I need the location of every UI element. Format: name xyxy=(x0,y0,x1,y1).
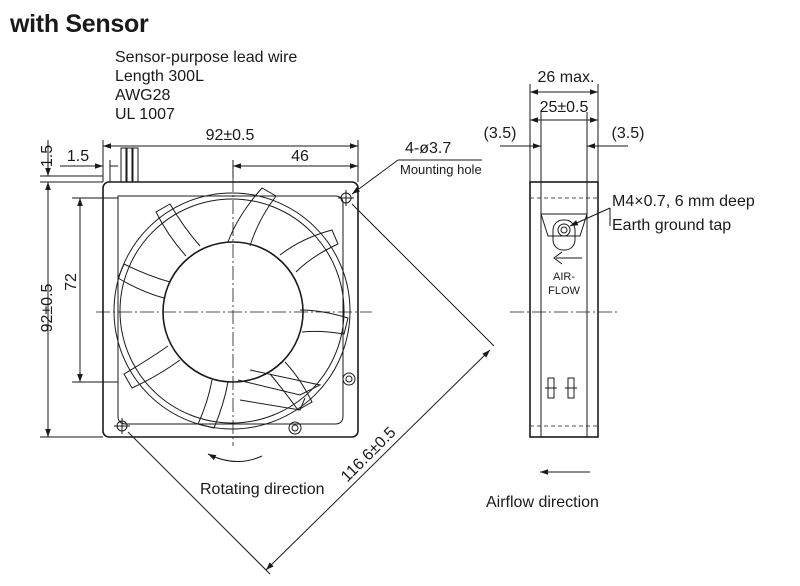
earth-screw-front-inner xyxy=(345,375,353,383)
mounting-hole-leader xyxy=(351,159,399,195)
mounting-hole-spec: 4-ø3.7 xyxy=(405,140,451,157)
dim-hole-span-label: 72 xyxy=(63,273,80,291)
side-body xyxy=(529,181,599,438)
dim-gap-left-label: (3.5) xyxy=(484,125,517,142)
drawing-heading: with Sensor xyxy=(10,10,149,38)
dim-diagonal-label: 116.6±0.5 xyxy=(338,424,400,486)
rotation-arrow xyxy=(207,453,263,462)
dim-offset-top-label: 1.5 xyxy=(39,145,56,167)
lead-wire-note-3: AWG28 xyxy=(115,87,171,104)
lead-wire-note-2: Length 300L xyxy=(115,68,204,85)
dim-offset-left-label: 1.5 xyxy=(67,148,89,165)
mounting-hole-top-right xyxy=(338,190,354,206)
earth-screw-bottom-inner xyxy=(291,424,299,432)
lead-wire-note-1: Sensor-purpose lead wire xyxy=(115,49,298,66)
earth-screw-front xyxy=(342,372,356,386)
earth-tap-hole xyxy=(557,223,571,237)
earth-tap-label: Earth ground tap xyxy=(612,217,731,234)
side-view: AIR- FLOW 26 max. 25±0.5 (3.5) xyxy=(484,69,755,511)
rotating-direction-label: Rotating direction xyxy=(200,481,325,498)
dim-body-label: 25±0.5 xyxy=(540,99,589,116)
fan-venturi-ring xyxy=(113,192,351,430)
dim-gap-right-label: (3.5) xyxy=(612,125,645,142)
fan-frame-outer xyxy=(102,181,359,438)
fan-strut xyxy=(237,369,322,396)
fan-venturi-ring-inner xyxy=(119,198,345,424)
side-airflow-arrow xyxy=(553,251,582,265)
side-connector xyxy=(545,377,577,399)
earth-tap-leader xyxy=(569,207,611,227)
front-view: 92±0.5 46 1.5 1.5 92±0.5 72 xyxy=(39,127,495,575)
dim-line-diagonal xyxy=(265,349,491,571)
earth-tap-spec: M4×0.7, 6 mm deep xyxy=(612,193,755,210)
air-flow-label-1: AIR- xyxy=(553,271,575,283)
dim-half-label: 46 xyxy=(291,148,309,165)
earth-tap-boss xyxy=(540,213,588,237)
airflow-direction-label: Airflow direction xyxy=(486,494,599,511)
mounting-hole-label: Mounting hole xyxy=(400,162,482,177)
dim-max-label: 26 max. xyxy=(538,69,595,86)
sensor-lead-wire xyxy=(115,147,145,183)
air-flow-label-2: FLOW xyxy=(548,285,580,297)
dim-height-label: 92±0.5 xyxy=(39,283,56,332)
mounting-hole-bottom-left xyxy=(114,418,130,434)
lead-wire-note-4: UL 1007 xyxy=(115,106,175,123)
dim-width-label: 92±0.5 xyxy=(206,127,255,144)
